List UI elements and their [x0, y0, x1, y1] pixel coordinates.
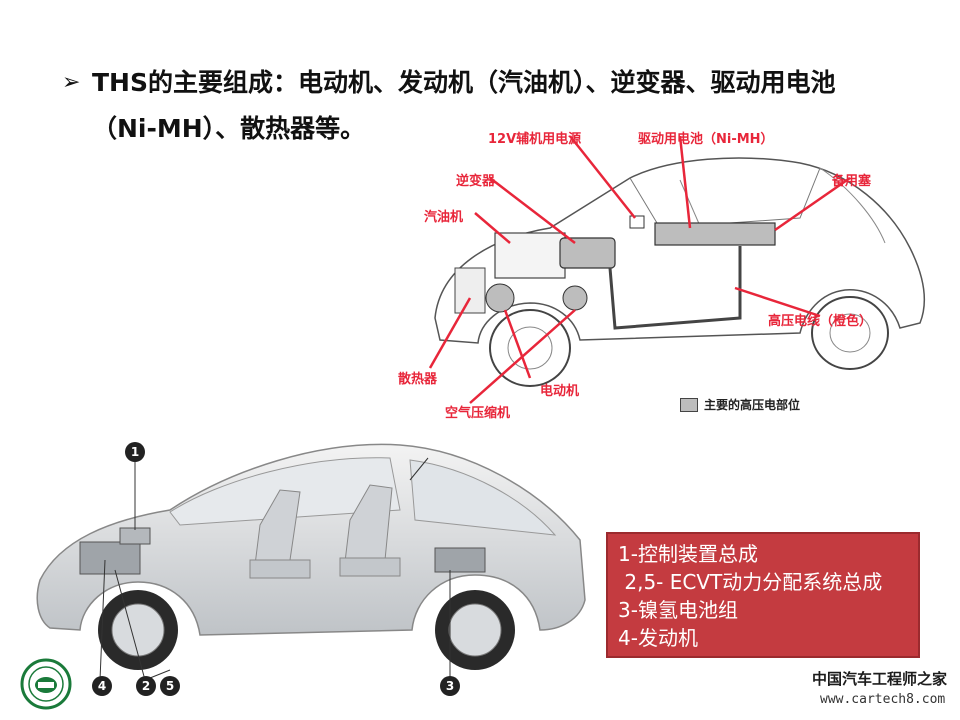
label-air-compressor: 空气压缩机: [445, 406, 511, 421]
marker-4: 4: [92, 676, 112, 696]
rear-rim: [448, 603, 502, 657]
label-gasoline-engine: 汽油机: [424, 210, 464, 225]
heading-line-2: （Ni-MH）、散热器等。: [92, 114, 366, 143]
marker-2: 2: [136, 676, 156, 696]
watermark-site-name: 中国汽车工程师之家: [812, 670, 948, 688]
component-legend-box: 1-控制装置总成 2,5- ECVT动力分配系统总成 3-镍氢电池组 4-发动机: [606, 532, 920, 658]
rear-window: [409, 459, 557, 536]
legend-line-4: 4-发动机: [618, 626, 698, 650]
radiator-shape: [454, 267, 486, 314]
legend-label: 主要的高压电部位: [704, 398, 801, 412]
label-hv-cable: 高压电线（橙色）: [768, 314, 873, 329]
front-rim: [111, 603, 165, 657]
prius-cutaway-illustration: [36, 443, 586, 681]
engine-bay: [79, 541, 141, 575]
label-motor: 电动机: [540, 384, 580, 399]
organization-logo: [20, 658, 72, 710]
aux-power-box: [629, 215, 645, 229]
front-seat: [254, 489, 301, 566]
front-seat-cushion: [249, 559, 311, 579]
battery-pack: [654, 222, 776, 246]
label-inverter: 逆变器: [456, 174, 496, 189]
callout-lines: [99, 457, 451, 681]
battery-module: [434, 547, 486, 573]
hv-cable-shape: [608, 246, 742, 330]
rear-seat: [344, 484, 393, 563]
marker-3: 3: [440, 676, 460, 696]
legend-line-3: 3-镍氢电池组: [618, 598, 738, 622]
hybrid-system-diagram: [428, 135, 926, 404]
legend-line-1: 1-控制装置总成: [618, 542, 758, 566]
marker-1: 1: [125, 442, 145, 462]
inverter-box: [559, 237, 616, 269]
legend-swatch: [680, 398, 698, 412]
label-radiator: 散热器: [398, 372, 438, 387]
watermark-url[interactable]: www.cartech8.com: [820, 692, 946, 707]
rear-seat-cushion: [339, 557, 401, 577]
bullet-arrow-icon: ➢: [62, 70, 81, 95]
pillar-line: [679, 179, 701, 227]
label-spare-tire: 备用塞: [832, 174, 872, 189]
heading-line-1: THS的主要组成：电动机、发动机（汽油机）、逆变器、驱动用电池: [92, 68, 836, 97]
front-wheel: [489, 309, 571, 387]
control-unit: [119, 527, 151, 545]
marker-5: 5: [160, 676, 180, 696]
legend-line-2: 2,5- ECVT动力分配系统总成: [618, 570, 883, 594]
engine-block: [494, 232, 566, 279]
motor-shape: [485, 283, 515, 313]
label-drive-battery: 驱动用电池（Ni-MH）: [638, 132, 774, 147]
rear-wheel: [811, 296, 889, 370]
front-wheel-rim: [507, 326, 553, 370]
label-aux-power: 12V辅机用电源: [488, 132, 582, 147]
rear-window-line: [819, 167, 886, 244]
pointer-lines: [428, 135, 851, 404]
rear-wheel-rim: [829, 313, 871, 353]
compressor-shape: [562, 285, 588, 311]
